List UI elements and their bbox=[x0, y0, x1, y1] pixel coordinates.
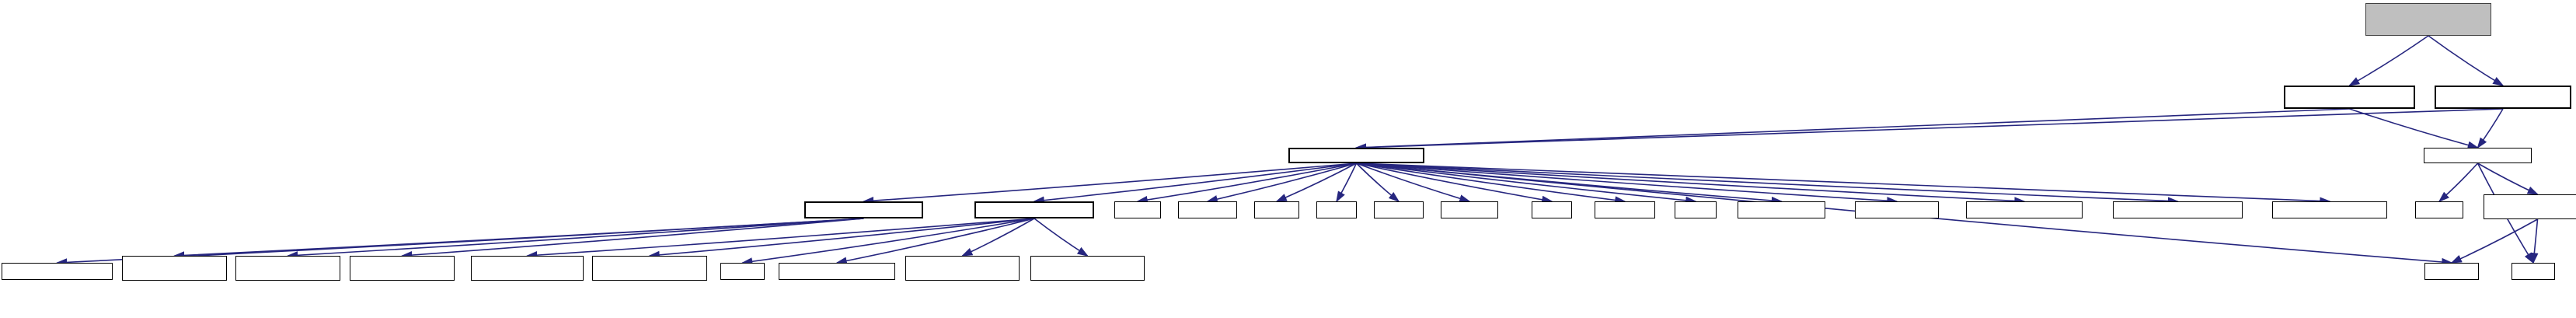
edge-common-to-backports bbox=[862, 162, 1357, 205]
graph-node-config[interactable] bbox=[2272, 201, 2387, 218]
graph-node-enablecurrent[interactable] bbox=[905, 256, 1020, 281]
graph-node-errinfonested[interactable] bbox=[592, 256, 707, 281]
graph-node-predefclang[interactable] bbox=[122, 256, 227, 281]
graph-node-transformbase[interactable] bbox=[2435, 86, 2571, 109]
graph-node-functional[interactable] bbox=[1178, 201, 1237, 218]
graph-node-predefvisual[interactable] bbox=[350, 256, 455, 281]
graph-node-errinfoerrno[interactable] bbox=[471, 256, 584, 281]
edge-exception-to-errinfonested bbox=[648, 218, 1035, 259]
graph-node-boostconcept[interactable] bbox=[1966, 201, 2083, 218]
graph-node-backports[interactable] bbox=[804, 201, 923, 218]
edge-root-to-transformbase bbox=[2428, 35, 2505, 86]
edge-seccommon-to-common bbox=[1354, 108, 2350, 152]
edge-common-to-stdexcept bbox=[1356, 162, 1471, 203]
graph-node-seccommon[interactable] bbox=[2284, 86, 2415, 109]
graph-node-common[interactable] bbox=[1288, 148, 1424, 163]
graph-node-cerrno[interactable] bbox=[720, 263, 765, 280]
graph-node-boostassert[interactable] bbox=[1855, 201, 1939, 218]
edge-common-to-iosfwd bbox=[1275, 162, 1357, 202]
edge-backports-to-predefgcc bbox=[286, 218, 864, 260]
edge-common-to-boostconcept bbox=[1356, 162, 2026, 205]
edge-backports-to-predefvisual bbox=[400, 218, 864, 260]
edge-common-to-config bbox=[1356, 162, 2331, 205]
graph-node-iosfwd[interactable] bbox=[1254, 201, 1299, 218]
edge-common-to-exception bbox=[1033, 162, 1357, 204]
graph-node-exception[interactable] bbox=[974, 201, 1094, 218]
edge-common-to-memory bbox=[1355, 162, 1400, 203]
graph-node-enableerror[interactable] bbox=[1030, 256, 1145, 281]
edge-spanlite-to-algorithm bbox=[2450, 218, 2538, 264]
edge-exception-to-exceptionptr bbox=[835, 218, 1035, 265]
graph-node-string[interactable] bbox=[1532, 201, 1572, 218]
graph-node-vector[interactable] bbox=[2512, 263, 2555, 280]
edge-common-to-cstdint bbox=[1136, 162, 1357, 204]
edge-exception-to-errinfoerrno bbox=[525, 218, 1035, 260]
edge-common-to-utility bbox=[1356, 162, 1697, 204]
edge-exception-to-cerrno bbox=[741, 218, 1035, 266]
edge-seccommon-to-span bbox=[2349, 108, 2480, 149]
graph-node-lexicalcast[interactable] bbox=[2, 263, 113, 280]
edge-exception-to-enablecurrent bbox=[961, 218, 1035, 257]
graph-node-typetraits[interactable] bbox=[1595, 201, 1655, 218]
edge-exception-to-enableerror bbox=[1034, 218, 1089, 257]
graph-node-utility[interactable] bbox=[1675, 201, 1717, 218]
graph-node-stdexcept[interactable] bbox=[1441, 201, 1498, 218]
graph-node-predefgcc[interactable] bbox=[235, 256, 340, 281]
edge-backports-to-predefclang bbox=[173, 218, 864, 260]
graph-node-exceptionptr[interactable] bbox=[779, 263, 895, 280]
graph-node-boostversion[interactable] bbox=[1738, 201, 1825, 218]
edge-common-to-functional bbox=[1206, 162, 1357, 204]
graph-node-algorithm[interactable] bbox=[2424, 263, 2479, 280]
edge-span-to-spanlite bbox=[2477, 162, 2539, 195]
edge-transformbase-to-common bbox=[1354, 108, 2504, 152]
graph-node-cstddef[interactable] bbox=[2415, 201, 2463, 218]
edge-root-to-seccommon bbox=[2348, 35, 2429, 86]
edge-common-to-boostassert bbox=[1356, 162, 1898, 205]
graph-node-memory[interactable] bbox=[1374, 201, 1424, 218]
graph-node-root[interactable] bbox=[2365, 3, 2491, 36]
graph-node-limits[interactable] bbox=[1316, 201, 1357, 218]
edge-span-to-cstddef bbox=[2438, 162, 2479, 203]
graph-node-span[interactable] bbox=[2424, 148, 2532, 163]
edge-transformbase-to-span bbox=[2477, 108, 2504, 149]
graph-node-spanlite[interactable] bbox=[2484, 194, 2576, 219]
edge-common-to-limits bbox=[1336, 162, 1358, 203]
edge-common-to-string bbox=[1356, 162, 1553, 204]
edge-common-to-boostnoncopy bbox=[1356, 162, 2180, 205]
graph-node-boostnoncopy[interactable] bbox=[2113, 201, 2243, 218]
graph-node-cstdint[interactable] bbox=[1114, 201, 1161, 218]
edge-common-to-typetraits bbox=[1356, 162, 1626, 204]
edge-spanlite-to-vector bbox=[2530, 218, 2539, 264]
